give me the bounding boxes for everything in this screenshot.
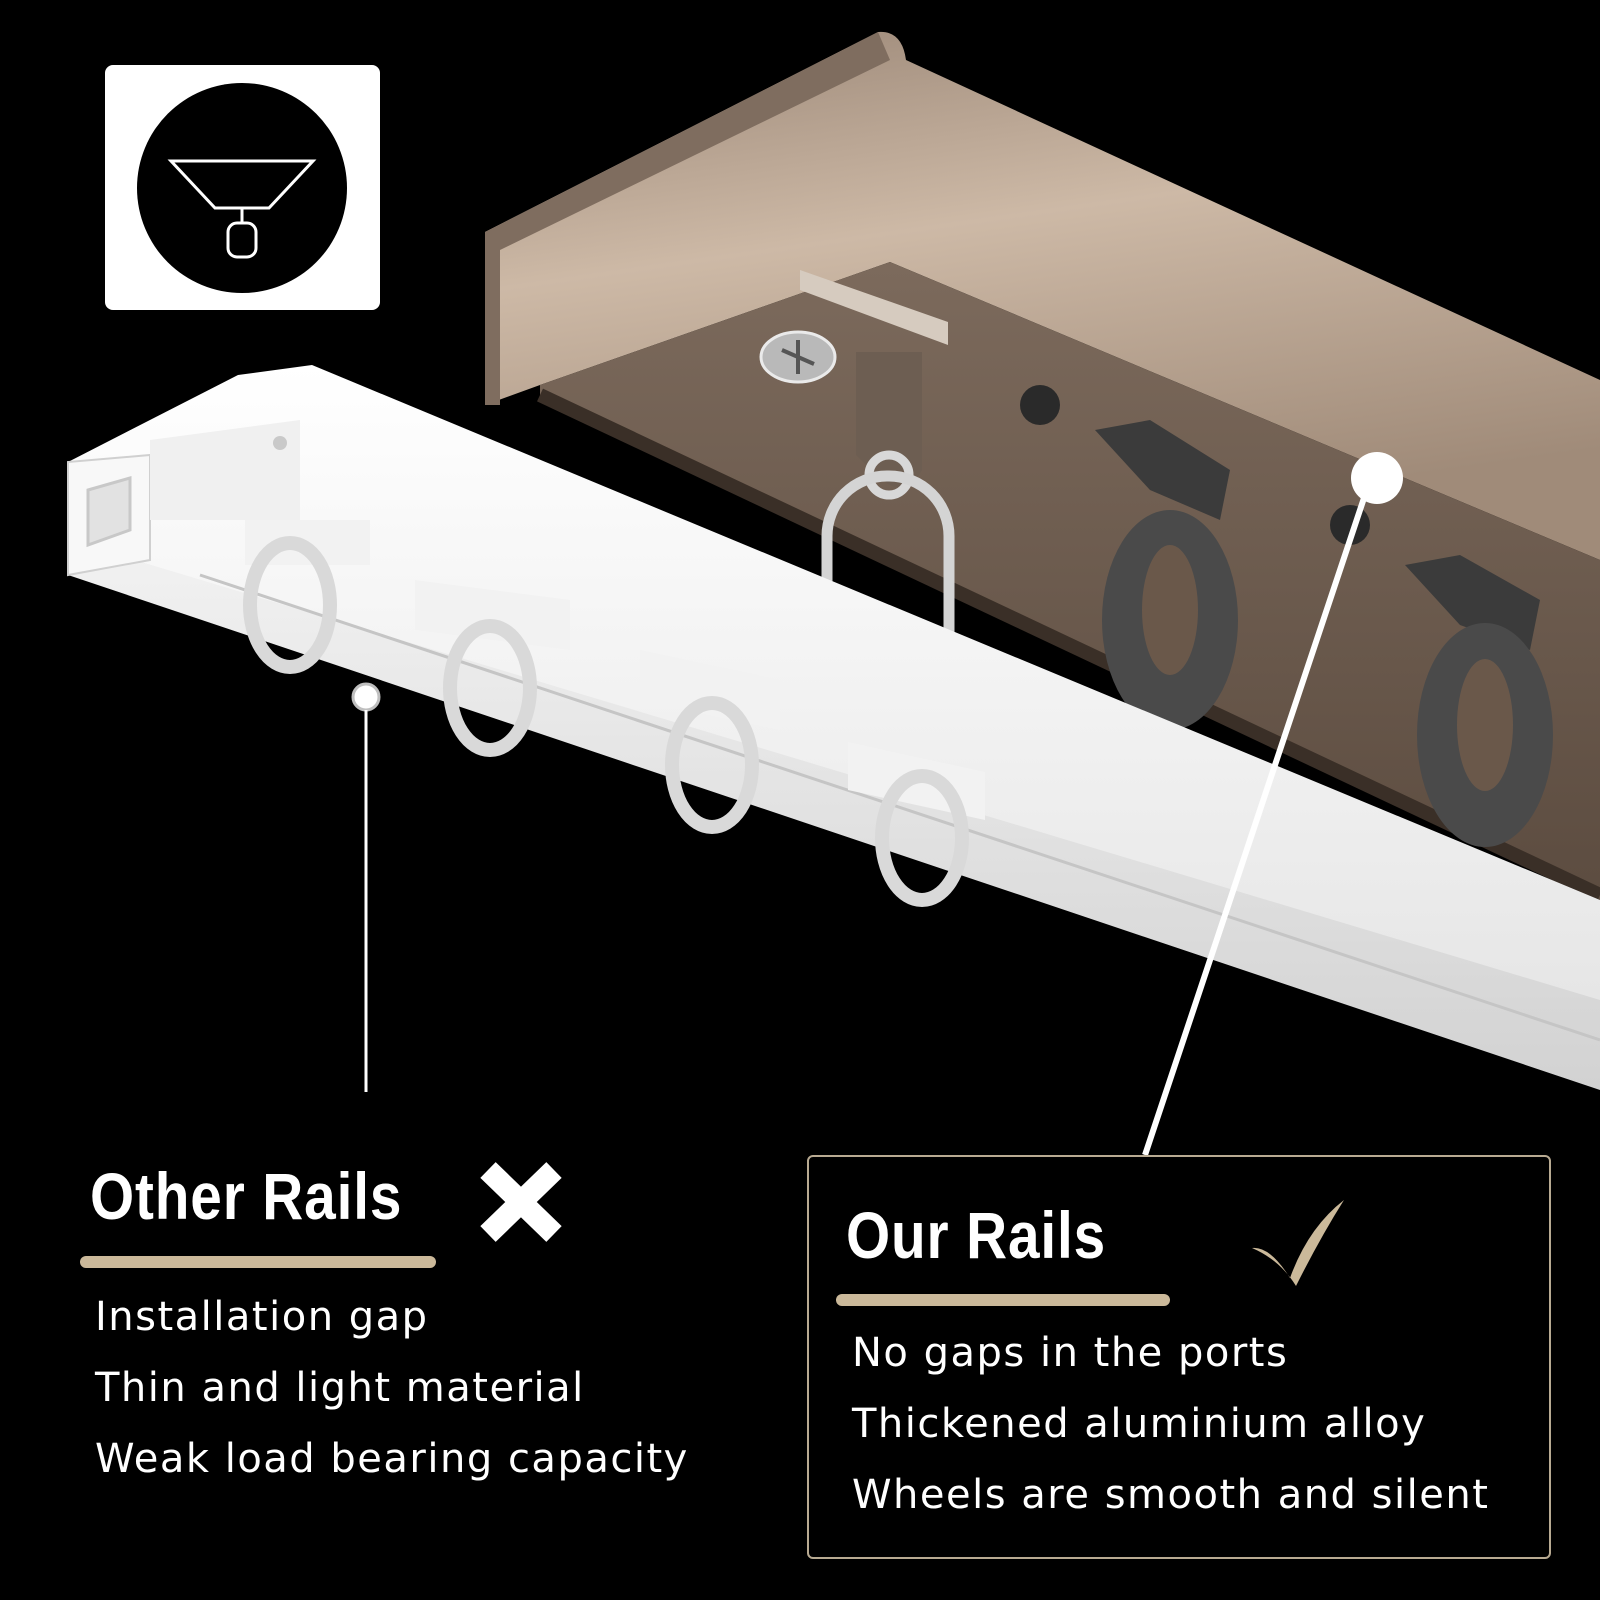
check-icon xyxy=(1252,1200,1344,1286)
screw-icon xyxy=(759,330,837,384)
runner-ring-icon xyxy=(640,650,780,834)
our-rails-pointer xyxy=(1142,452,1403,1156)
runner-ring-icon xyxy=(848,742,985,907)
feature-item: Weak load bearing capacity xyxy=(95,1436,689,1482)
feature-item: No gaps in the ports xyxy=(852,1330,1289,1376)
cross-icon xyxy=(480,1162,562,1242)
other-rails-underline xyxy=(80,1256,436,1268)
feature-item: Thickened aluminium alloy xyxy=(852,1401,1427,1447)
feature-item: Thin and light material xyxy=(95,1365,585,1411)
our-rails-underline xyxy=(836,1294,1170,1306)
our-rails-title: Our Rails xyxy=(846,1198,1107,1272)
runner-hook-icon xyxy=(1095,420,1238,730)
premium-rail xyxy=(485,31,1600,902)
feature-item: Installation gap xyxy=(95,1294,429,1340)
runner-ring-icon xyxy=(243,520,370,674)
runner-ring-icon xyxy=(415,580,570,757)
installation-badge xyxy=(105,65,380,310)
feature-item: Wheels are smooth and silent xyxy=(852,1472,1490,1518)
ceiling-mount-icon xyxy=(137,83,347,293)
other-rails-title: Other Rails xyxy=(90,1159,403,1233)
runner-hook-icon xyxy=(1405,555,1553,847)
other-rails-pointer xyxy=(351,682,381,1092)
our-rails-box xyxy=(807,1155,1551,1559)
other-rails-features: Installation gap Thin and light material… xyxy=(95,1282,689,1495)
our-rails-features: No gaps in the ports Thickened aluminium… xyxy=(852,1318,1489,1531)
